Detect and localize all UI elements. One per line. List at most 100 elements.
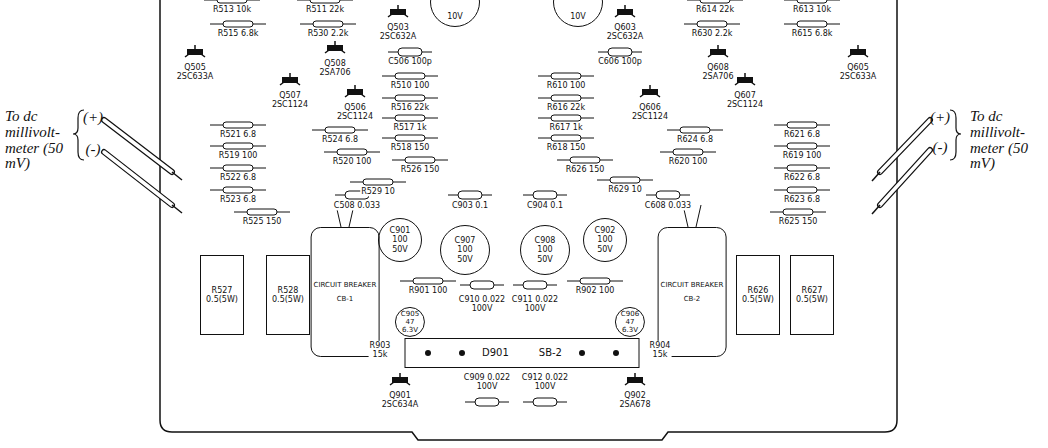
part-label: R510 100 <box>390 81 431 90</box>
component-text: CB-2 <box>684 295 701 303</box>
part-label: Q603 2SC632A <box>606 23 645 41</box>
part-label: C912 0.022 100V <box>519 373 571 391</box>
part-label: R617 1k <box>548 123 583 132</box>
component-text: CIRCUIT BREAKER <box>314 281 377 289</box>
part-label: Q605 2SC633A <box>839 63 878 81</box>
part-label: Q606 2SC1124 <box>631 103 669 121</box>
component-text: R627 0.5(5W) <box>796 286 828 304</box>
component-text: C907 100 50V <box>455 236 476 264</box>
part-label: Q505 2SC633A <box>176 63 215 81</box>
part-label: C508 0.033 <box>333 201 381 210</box>
annotation-text: To dc millivolt-meter (50 mV) <box>969 109 1037 172</box>
part-label: Q608 2SA706 <box>701 63 734 81</box>
component-text: R626 0.5(5W) <box>742 286 774 304</box>
component-text: C905 47 6.3V <box>401 310 419 334</box>
part-label: Q902 2SA678 <box>618 391 651 409</box>
annotation-text: (-) <box>85 142 102 158</box>
part-label: C608 0.033 <box>644 201 692 210</box>
component-body: R528 0.5(5W) <box>266 255 310 335</box>
component-body: C905 47 6.3V <box>395 307 425 337</box>
component-body: C901 100 50V <box>378 218 422 262</box>
part-label: R522 6.8 <box>219 173 257 182</box>
part-label: R621 6.8 <box>783 130 821 139</box>
part-label: R523 6.8 <box>219 195 257 204</box>
component-text: 10V <box>447 12 463 21</box>
component-text: C908 100 50V <box>535 236 556 264</box>
part-label: C606 100p <box>597 57 643 66</box>
part-label: R623 6.8 <box>783 195 821 204</box>
part-label: R901 100 <box>408 286 449 295</box>
part-label: R525 150 <box>242 217 283 226</box>
part-label: R513 10k <box>212 5 252 14</box>
component-text: CB-1 <box>337 295 354 303</box>
part-label: R624 6.8 <box>676 135 714 144</box>
component-body: C906 47 6.3V <box>615 307 645 337</box>
part-label: R620 100 <box>668 157 709 166</box>
part-label: R516 22k <box>390 103 430 112</box>
component-body: D901 SB-2 <box>405 338 640 368</box>
component-body: 10V <box>553 0 603 27</box>
part-label: R630 2.2k <box>691 29 734 38</box>
part-label: R529 10 <box>360 187 396 196</box>
component-text: 10V <box>570 12 586 21</box>
component-body: CIRCUIT BREAKER CB-2 <box>658 227 727 357</box>
component-text: C901 100 50V <box>390 226 411 254</box>
part-label: R618 150 <box>546 143 587 152</box>
part-label: R626 150 <box>565 165 606 174</box>
annotation-text: (+) <box>929 110 951 126</box>
part-label: R520 100 <box>332 157 373 166</box>
part-label: Q607 2SC1124 <box>726 91 764 109</box>
part-label: R622 6.8 <box>783 173 821 182</box>
component-body: C908 100 50V <box>520 225 570 275</box>
component-body: R627 0.5(5W) <box>790 255 834 335</box>
part-label: R629 10 <box>607 185 643 194</box>
part-label: R615 6.8k <box>791 29 834 38</box>
part-label: C910 0.022 100V <box>456 295 508 313</box>
part-label: Q507 2SC1124 <box>271 91 309 109</box>
component-body: R626 0.5(5W) <box>736 255 780 335</box>
part-label: R519 100 <box>218 151 259 160</box>
component-body: R527 0.5(5W) <box>200 255 244 335</box>
part-label: C506 100p <box>387 57 433 66</box>
part-label: R904 15k <box>649 341 672 359</box>
component-text: R527 0.5(5W) <box>206 286 238 304</box>
part-label: R616 22k <box>546 103 586 112</box>
part-label: R521 6.8 <box>219 130 257 139</box>
component-body: CIRCUIT BREAKER CB-1 <box>311 227 380 357</box>
part-label: Q506 2SC1124 <box>336 103 374 121</box>
part-label: R511 22k <box>305 5 345 14</box>
part-label: R614 22k <box>695 5 735 14</box>
part-label: R517 1k <box>392 123 427 132</box>
part-label: R518 150 <box>390 143 431 152</box>
component-text: CIRCUIT BREAKER <box>661 281 724 289</box>
component-text: D901 <box>482 347 509 359</box>
part-label: R530 2.2k <box>307 29 350 38</box>
component-text: R528 0.5(5W) <box>272 286 304 304</box>
part-label: R613 10k <box>792 5 832 14</box>
part-label: C903 0.1 <box>451 201 489 210</box>
component-text: C906 47 6.3V <box>621 310 639 334</box>
annotation-text: (-) <box>932 140 949 156</box>
part-label: Q508 2SA706 <box>318 59 351 77</box>
part-label: R625 150 <box>778 217 819 226</box>
part-label: Q503 2SC632A <box>379 23 418 41</box>
component-body: C902 100 50V <box>583 218 627 262</box>
component-body: C907 100 50V <box>440 225 490 275</box>
part-label: R515 6.8k <box>217 29 260 38</box>
part-label: R524 6.8 <box>321 135 359 144</box>
part-label: R526 150 <box>400 165 441 174</box>
part-label: R619 100 <box>782 151 823 160</box>
part-label: C904 0.1 <box>526 201 564 210</box>
annotation-text: To dc millivolt-meter (50 mV) <box>4 109 72 172</box>
part-label: R902 100 <box>575 286 616 295</box>
component-text: C902 100 50V <box>595 226 616 254</box>
part-label: R903 15k <box>369 341 392 359</box>
part-label: C911 0.022 100V <box>509 295 561 313</box>
component-text: SB-2 <box>539 347 562 359</box>
part-label: R610 100 <box>546 81 587 90</box>
part-label: Q901 2SC634A <box>381 391 420 409</box>
part-label: C909 0.022 100V <box>461 373 513 391</box>
component-body: 10V <box>430 0 480 27</box>
annotation-text: (+) <box>82 110 104 126</box>
